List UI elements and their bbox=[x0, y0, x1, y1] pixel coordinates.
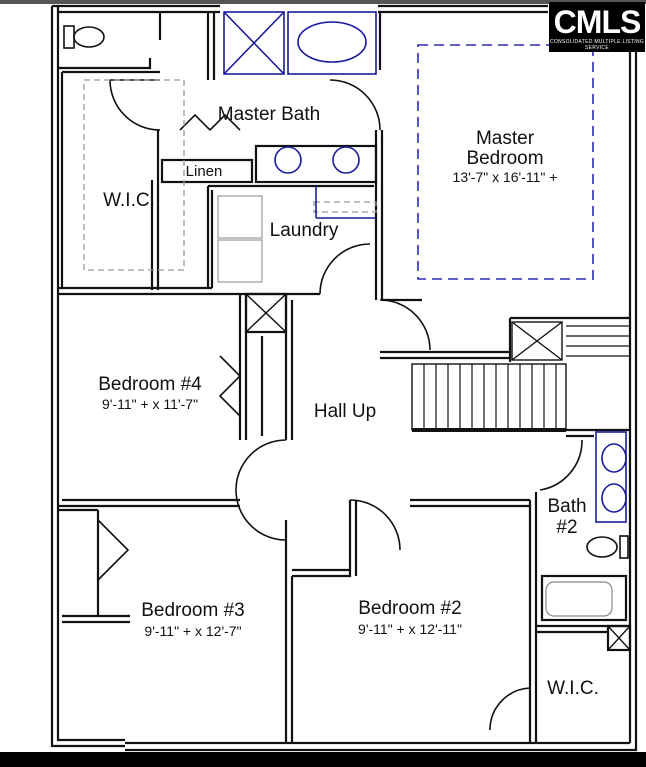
bath2-label-1: Bath bbox=[547, 496, 586, 517]
doors bbox=[97, 79, 583, 731]
bathtub-icon bbox=[287, 11, 377, 75]
walls bbox=[50, 4, 638, 752]
logo-sub-text: CONSOLIDATED MULTIPLE LISTING SERVICE bbox=[549, 39, 645, 51]
bedroom2-label: Bedroom #2 bbox=[358, 598, 462, 619]
bedroom2-dims: 9'-11" + x 12'-11" bbox=[358, 621, 462, 637]
bedroom3-dims: 9'-11" + x 12'-7" bbox=[144, 623, 241, 639]
bath2-tub-icon bbox=[545, 581, 613, 617]
stair-treads bbox=[423, 325, 630, 430]
wic-right-label: W.I.C. bbox=[547, 678, 599, 699]
bedroom4-dims: 9'-11" + x 11'-7" bbox=[102, 396, 198, 412]
sink-icon-2 bbox=[332, 146, 360, 174]
master-bedroom-label-2: Bedroom bbox=[466, 148, 543, 169]
master-bedroom-label-1: Master bbox=[476, 128, 535, 149]
sink-icon bbox=[274, 146, 302, 174]
bedroom3-label: Bedroom #3 bbox=[141, 600, 245, 621]
bath2-vanity-icon bbox=[595, 431, 627, 523]
wic-left-label: W.I.C. bbox=[103, 190, 155, 211]
toilet-icons bbox=[63, 25, 629, 559]
master-bedroom-dims: 13'-7" x 16'-11" + bbox=[453, 169, 558, 185]
logo-main-text: CMLS bbox=[553, 4, 642, 40]
shower-icon bbox=[223, 11, 285, 75]
chase-boxes bbox=[245, 293, 631, 651]
laundry-label: Laundry bbox=[270, 220, 339, 241]
master-bath-label: Master Bath bbox=[218, 104, 320, 125]
bath2-label-2: #2 bbox=[556, 517, 577, 538]
bedroom4-label: Bedroom #4 bbox=[98, 374, 202, 395]
closet-rod-outline bbox=[83, 79, 377, 271]
fixtures bbox=[223, 11, 627, 523]
bottom-frame bbox=[0, 752, 646, 767]
master-bedroom-dashed-outline bbox=[417, 44, 594, 280]
hall-label: Hall Up bbox=[314, 401, 376, 422]
washer-dryer-icon bbox=[217, 195, 263, 283]
linen-label: Linen bbox=[186, 163, 223, 180]
cmls-logo: CMLS CONSOLIDATED MULTIPLE LISTING SERVI… bbox=[549, 2, 645, 52]
